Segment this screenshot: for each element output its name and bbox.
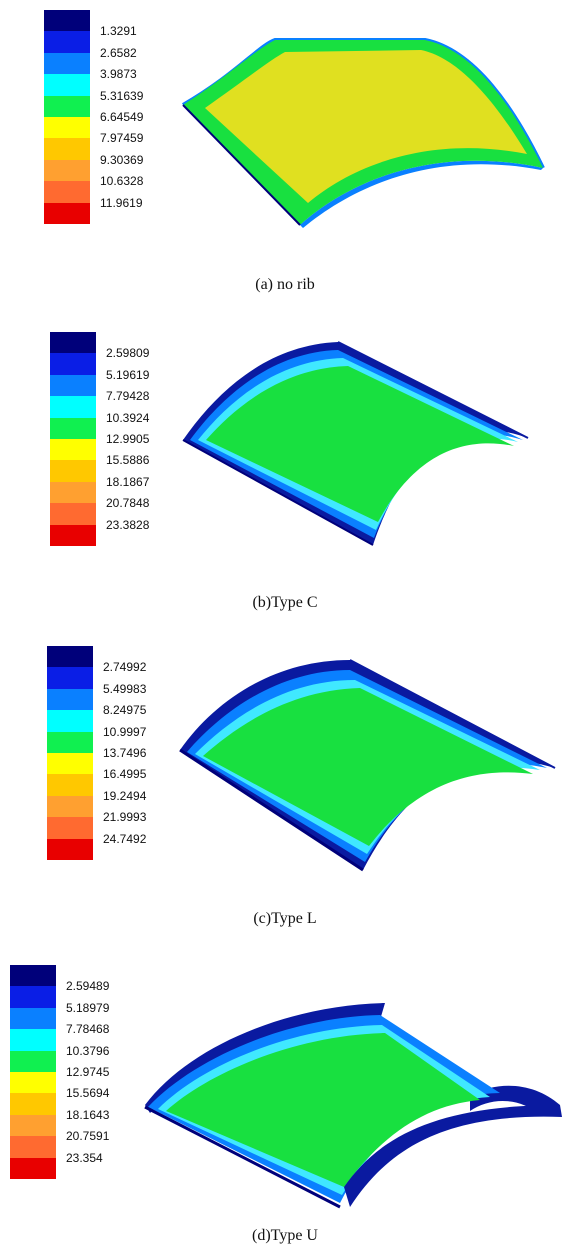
caption-d: (d)Type U [252,1227,318,1244]
legend-value: 12.9745 [66,1065,110,1079]
legend-value: 1.3291 [100,24,137,39]
shell-plot-c [179,659,556,872]
legend-swatch [47,688,93,711]
legend-value: 24.7492 [103,831,147,846]
legend-swatch [44,181,90,203]
legend-swatch [47,795,93,818]
legend-value: 19.2494 [103,788,147,803]
legend-value: 8.24975 [103,703,147,718]
legend-swatch [44,10,90,32]
legend-value: 18.1867 [106,474,150,489]
legend-value: 10.9997 [103,724,147,739]
legend-value: 5.18979 [66,1000,110,1015]
caption-b: (b)Type C [252,594,318,611]
legend-swatch [10,1050,56,1072]
caption-a: (a) no rib [255,276,315,293]
legend-value: 9.30369 [100,152,144,167]
legend-value: 21.9993 [103,810,147,825]
legend-value: 10.6328 [100,174,144,189]
legend-swatch [50,417,96,439]
legend-swatch [47,838,93,860]
shell-plot-d [144,1003,562,1209]
legend-swatch [50,524,96,546]
legend-swatch [44,138,90,160]
legend-swatch [10,986,56,1008]
legend-swatch [44,52,90,75]
legend-swatch [47,731,93,753]
legend-swatch [50,353,96,375]
legend-swatch [10,1157,56,1179]
legend-value: 16.4995 [103,767,147,782]
caption-c: (c)Type L [253,910,317,927]
legend-swatch [10,1029,56,1051]
legend-value: 12.9905 [106,432,150,446]
legend-value: 2.59489 [66,979,110,994]
legend-swatch [10,1093,56,1115]
legend-swatch [50,396,96,418]
legend-value: 5.49983 [103,681,147,696]
legend-swatch [47,646,93,668]
panel-a: 1.3291 2.6582 3.9873 5.31639 6.64549 7.97459 9… [0,0,570,300]
legend-value: 23.3828 [106,517,150,532]
legend-swatch [50,460,96,482]
panel-b: 2.59809 5.19619 7.79428 10.3924 12.9905 15.58… [0,320,570,620]
legend-value: 15.5694 [66,1086,110,1101]
legend-swatch [10,965,56,987]
legend-swatch [44,117,90,139]
legend-value: 20.7591 [66,1129,110,1144]
legend-swatch [44,31,90,53]
legend-value: 3.9873 [100,67,137,82]
legend-swatch [10,1136,56,1158]
legend-value: 18.1643 [66,1107,110,1122]
legend-swatch [50,439,96,461]
legend-value: 5.19619 [106,367,150,382]
legend-swatch [47,753,93,775]
legend-swatch [10,1007,56,1030]
legend-value: 23.354 [66,1150,103,1165]
legend-value: 7.79428 [106,389,150,404]
panel-d: 2.59489 5.18979 7.78468 10.3796 12.9745 15.56… [0,950,570,1250]
legend-swatch [50,332,96,354]
legend-value: 11.9619 [100,195,143,210]
legend-swatch [44,74,90,96]
legend-value: 20.7848 [106,496,150,511]
legend-value: 13.7496 [103,746,147,760]
legend-value: 2.6582 [100,45,137,60]
legend-value: 7.78468 [66,1022,110,1037]
legend-value: 6.64549 [100,110,144,124]
legend-swatch [44,95,90,117]
legend-swatch [50,374,96,397]
legend-swatch [47,667,93,689]
legend-value: 2.59809 [106,346,150,361]
legend-swatch [50,503,96,525]
shell-plot-b [182,341,529,546]
legend-swatch [47,817,93,839]
shell-plot-a [182,38,545,228]
legend-value: 10.3924 [106,410,150,425]
legend-value: 2.74992 [103,660,147,675]
legend-value: 10.3796 [66,1043,110,1058]
panel-c: 2.74992 5.49983 8.24975 10.9997 13.7496 16.49… [0,640,570,940]
legend-swatch [47,774,93,796]
legend-swatch [10,1114,56,1137]
legend-swatch [50,481,96,504]
legend-swatch [47,710,93,732]
legend-swatch [10,1072,56,1094]
legend-value: 15.5886 [106,453,150,468]
legend-value: 7.97459 [100,131,144,146]
legend-value: 5.31639 [100,88,144,103]
legend-swatch [44,159,90,182]
legend-swatch [44,202,90,224]
